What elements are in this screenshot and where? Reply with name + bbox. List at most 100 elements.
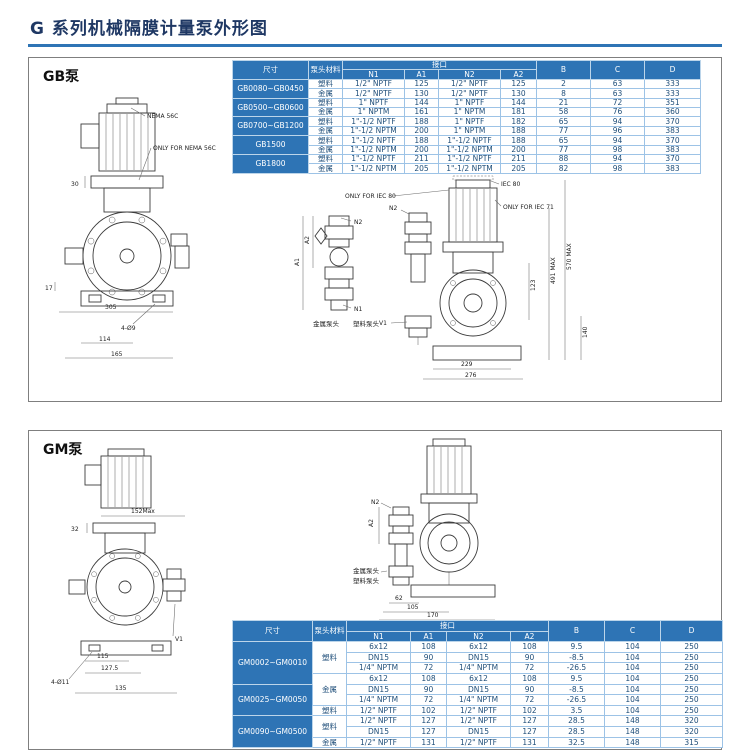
value-cell: 2	[536, 78, 591, 90]
value-cell: DN15	[446, 725, 511, 738]
value-cell: -26.5	[548, 694, 605, 706]
value-cell: 8	[536, 88, 591, 99]
value-cell: 1/2" NPTF	[438, 78, 501, 90]
column-header: 尺寸	[232, 619, 313, 643]
value-cell: 6x12	[346, 641, 411, 653]
value-cell: 104	[604, 651, 661, 664]
material-cell: 金属	[308, 106, 343, 118]
material-cell: 塑料	[312, 641, 347, 674]
value-cell: 1" NPTM	[438, 125, 501, 137]
dim-165-label: 165	[111, 351, 123, 358]
value-cell: 127	[510, 725, 549, 738]
n2-label: N2	[371, 499, 379, 506]
value-cell: 370	[644, 135, 701, 146]
value-cell: 148	[604, 736, 661, 749]
value-cell: 9.5	[548, 641, 605, 653]
value-cell: -26.5	[548, 662, 605, 674]
material-cell: 金属	[312, 736, 347, 749]
value-cell: 6x12	[446, 672, 511, 685]
value-cell: 1/2" NPTF	[446, 715, 511, 727]
size-range-cell: GM0090~GM0500	[232, 715, 313, 749]
sub-column-header: A1	[410, 630, 447, 643]
value-cell: 104	[604, 704, 661, 717]
column-header: C	[604, 619, 661, 643]
a2-dim-label: A2	[368, 519, 375, 527]
value-cell: 72	[590, 97, 645, 108]
dim-140-label: 140	[582, 326, 589, 338]
n2-side-label: N2	[389, 205, 397, 212]
value-cell: 1/4" NPTM	[346, 694, 411, 706]
value-cell: 131	[510, 736, 549, 749]
n1-mid-label: N1	[354, 306, 362, 313]
size-range-cell: GM0025~GM0050	[232, 683, 313, 717]
sub-column-header: N1	[346, 630, 411, 643]
value-cell: 205	[500, 163, 537, 174]
column-header: 泵头材料	[308, 60, 343, 80]
size-range-cell: GB0500~GB0600	[232, 97, 309, 118]
sub-column-header: N2	[438, 69, 501, 80]
value-cell: 250	[660, 641, 723, 653]
value-cell: 211	[404, 153, 439, 165]
a1-dim-label: A1	[294, 258, 301, 266]
only-iec71-label: ONLY FOR IEC 71	[503, 204, 554, 211]
value-cell: 130	[404, 88, 439, 99]
value-cell: 72	[410, 694, 447, 706]
value-cell: 1"-1/2 NPTF	[342, 116, 405, 127]
value-cell: 200	[404, 144, 439, 155]
metal-head-label: 金属泵头	[313, 319, 340, 328]
value-cell: 211	[500, 153, 537, 165]
value-cell: 130	[500, 88, 537, 99]
value-cell: 90	[410, 651, 447, 664]
value-cell: 96	[590, 125, 645, 137]
size-range-cell: GM0002~GM0010	[232, 641, 313, 685]
value-cell: 28.5	[548, 725, 605, 738]
value-cell: 72	[510, 694, 549, 706]
iec80-label: IEC 80	[501, 181, 520, 188]
value-cell: 1/2" NPTF	[346, 704, 411, 717]
value-cell: 125	[500, 78, 537, 90]
value-cell: 1/4" NPTM	[446, 662, 511, 674]
value-cell: 205	[404, 163, 439, 174]
value-cell: 1/4" NPTM	[446, 694, 511, 706]
value-cell: 250	[660, 694, 723, 706]
value-cell: -8.5	[548, 683, 605, 696]
value-cell: 148	[604, 725, 661, 738]
column-header: 尺寸	[232, 60, 309, 80]
column-header: 接口	[346, 620, 549, 632]
value-cell: 370	[644, 116, 701, 127]
value-cell: 250	[660, 662, 723, 674]
material-cell: 金属	[308, 125, 343, 137]
dim-1275-label: 127.5	[101, 665, 118, 672]
value-cell: 144	[500, 97, 537, 108]
material-cell: 塑料	[312, 704, 347, 717]
value-cell: 131	[410, 736, 447, 749]
value-cell: 1"-1/2 NPTM	[342, 125, 405, 137]
value-cell: DN15	[446, 683, 511, 696]
value-cell: 108	[510, 641, 549, 653]
value-cell: 383	[644, 125, 701, 137]
column-header: D	[660, 619, 723, 643]
value-cell: 77	[536, 144, 591, 155]
value-cell: 28.5	[548, 715, 605, 727]
value-cell: 72	[510, 662, 549, 674]
dim-276-label: 276	[465, 372, 477, 379]
value-cell: 1/2" NPTF	[346, 736, 411, 749]
value-cell: 72	[410, 662, 447, 674]
gb-technical-drawing: NEMA 56C ONLY FOR NEMA 56C 30 17 305 114…	[45, 97, 589, 380]
value-cell: 181	[500, 106, 537, 118]
dim-305-label: 305	[105, 304, 117, 311]
value-cell: 21	[536, 97, 591, 108]
value-cell: 104	[604, 683, 661, 696]
value-cell: 63	[590, 78, 645, 90]
value-cell: 1"-1/2 NPTM	[438, 163, 501, 174]
material-cell: 塑料	[312, 715, 347, 738]
value-cell: 90	[510, 651, 549, 664]
